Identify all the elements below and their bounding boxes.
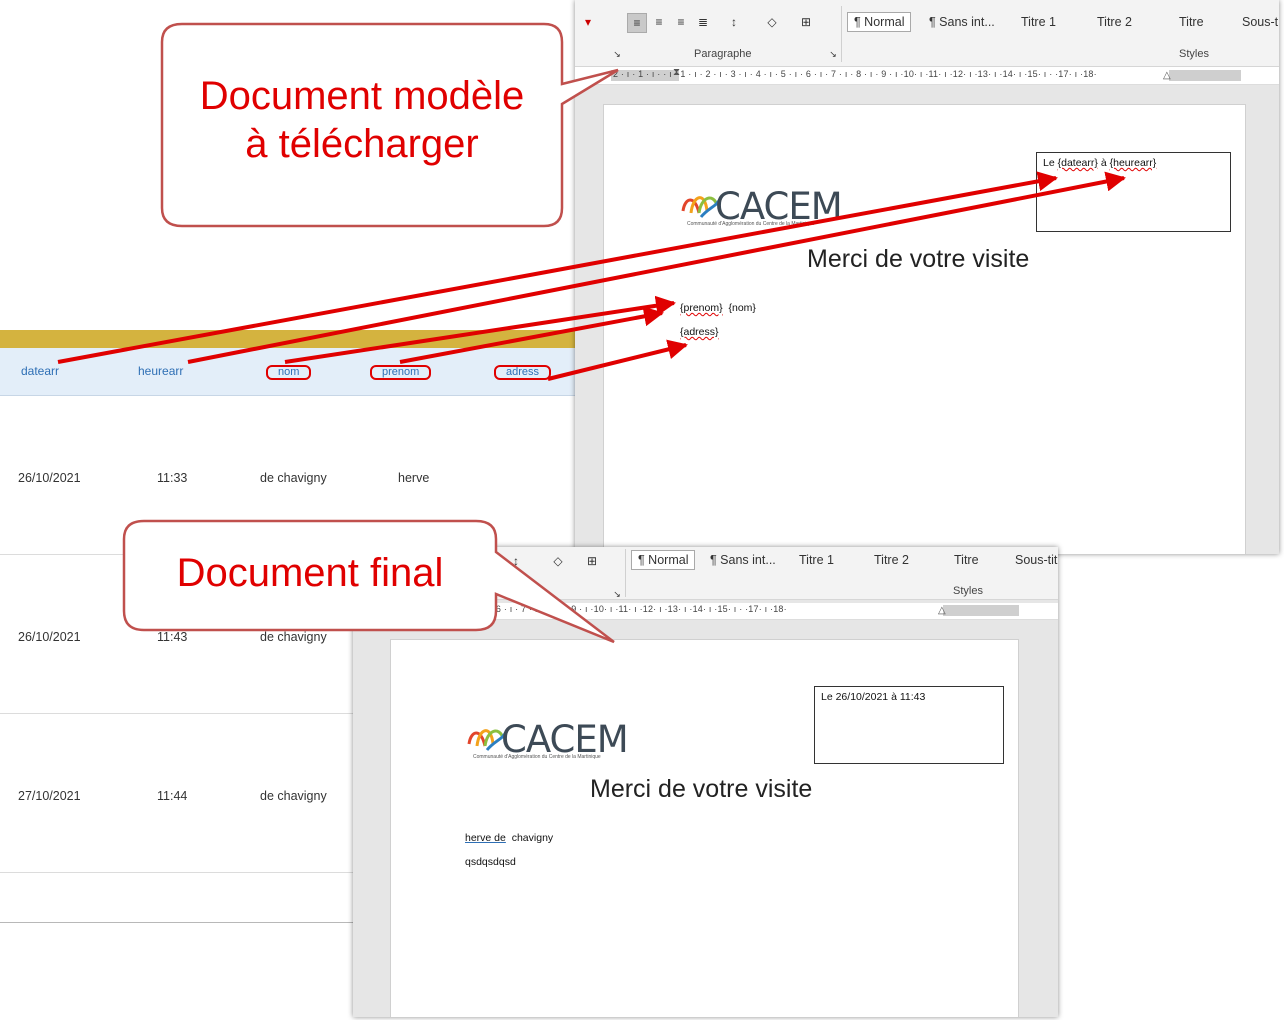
- callout-template-line1: Document modèle: [199, 74, 525, 118]
- align-left-icon[interactable]: ≡: [627, 13, 647, 33]
- ruler-text-area: [457, 605, 943, 616]
- document-page[interactable]: CACEM Communauté d'Agglomération du Cent…: [390, 639, 1019, 1017]
- ribbon: ▾ ≡ ≡ ≡ ≣ ↕ ◇ ⊞ Paragraphe ↘ ↘ ¶ Normal …: [575, 0, 1279, 67]
- merge-field-adress: {adress}: [680, 326, 719, 338]
- cell-heurearr: 11:33: [157, 471, 188, 485]
- style-sous-titre[interactable]: Sous-tit: [1015, 553, 1058, 567]
- callout-final-text: Document final: [176, 551, 444, 595]
- ribbon-separator: [841, 6, 842, 62]
- style-normal[interactable]: ¶ Normal: [631, 550, 696, 570]
- column-header-datearr[interactable]: datearr: [21, 364, 60, 378]
- borders-icon[interactable]: ⊞: [800, 15, 812, 29]
- date-text: Le 26/10/2021 à 11:43: [821, 691, 926, 703]
- table-row[interactable]: 27/10/2021 11:44 de chavigny: [0, 714, 575, 873]
- callout-template-line2: à télécharger: [245, 122, 479, 166]
- align-right-icon[interactable]: ≡: [677, 15, 685, 29]
- cell-nom: de chavigny: [260, 789, 327, 803]
- cell-datearr: 26/10/2021: [18, 630, 81, 644]
- dialog-launcher-icon[interactable]: ↘: [613, 49, 621, 59]
- cell-nom: de chavigny: [260, 471, 327, 485]
- style-sans-interligne[interactable]: ¶ Sans int...: [710, 553, 776, 567]
- address-line: qsdqsdqsd: [465, 856, 516, 868]
- column-header-nom[interactable]: nom: [266, 365, 312, 380]
- date-text-box[interactable]: Le 26/10/2021 à 11:43: [814, 686, 1004, 764]
- name-line: {prenom} {nom}: [680, 302, 756, 314]
- name-nom: chavigny: [511, 832, 554, 844]
- dialog-launcher-icon[interactable]: ↘: [613, 589, 621, 599]
- column-header-adress[interactable]: adress: [494, 365, 552, 380]
- template-word-window: ▾ ≡ ≡ ≡ ≣ ↕ ◇ ⊞ Paragraphe ↘ ↘ ¶ Normal …: [575, 0, 1279, 554]
- horizontal-ruler: 2 · ı · 1 · ı · · ı · 1 · ı · 2 · ı · 3 …: [575, 67, 1279, 85]
- cell-heurearr: 11:44: [157, 789, 188, 803]
- cell-datearr: 26/10/2021: [18, 471, 81, 485]
- style-titre-2[interactable]: Titre 2: [874, 553, 909, 567]
- merge-field-heurearr: {heurearr}: [1109, 157, 1157, 169]
- horizontal-ruler: 2 · ı · 1 · ı · · ı · 1 · ı · 2 · ı · 3 …: [353, 603, 1058, 620]
- dialog-launcher-icon[interactable]: ↘: [829, 49, 837, 59]
- merge-field-datearr: {datearr}: [1057, 157, 1098, 169]
- cacem-logo-mark-icon: [467, 729, 509, 751]
- line-spacing-icon[interactable]: ↕: [731, 15, 737, 29]
- table-row[interactable]: 26/10/2021 11:33 de chavigny herve: [0, 396, 575, 555]
- merge-field-nom: {nom}: [728, 302, 756, 314]
- line-spacing-icon[interactable]: ↕: [513, 554, 519, 568]
- ruler-scale: 2 · ı · 1 · ı · · ı · 1 · ı · 2 · ı · 3 …: [353, 604, 787, 614]
- ruler-scale: 2 · ı · 1 · ı · · ı · 1 · ı · 2 · ı · 3 …: [613, 69, 1097, 79]
- style-titre-1[interactable]: Titre 1: [1021, 15, 1056, 29]
- cell-datearr: 27/10/2021: [18, 789, 81, 803]
- right-indent-marker-icon[interactable]: △: [938, 605, 946, 616]
- merge-field-prenom: {prenom}: [680, 302, 723, 314]
- style-titre-2[interactable]: Titre 2: [1097, 15, 1132, 29]
- borders-icon[interactable]: ⊞: [586, 554, 598, 568]
- ruler-text-area: [679, 70, 1169, 81]
- date-text-box[interactable]: Le {datearr} à {heurearr}: [1036, 152, 1231, 232]
- style-titre[interactable]: Titre: [1179, 15, 1204, 29]
- paragraph-group-label: Paragraphe: [694, 48, 752, 60]
- callout-template-text: Document modèle à télécharger: [162, 72, 562, 168]
- cacem-logo: CACEM Communauté d'Agglomération du Cent…: [465, 718, 630, 765]
- styles-gallery: ¶ Normal ¶ Sans int... Titre 1 Titre 2 T…: [847, 8, 1279, 38]
- justify-icon[interactable]: ≣: [697, 15, 709, 29]
- column-header-heurearr[interactable]: heurearr: [138, 364, 184, 378]
- logo-subtitle: Communauté d'Agglomération du Centre de …: [687, 221, 815, 227]
- styles-gallery: ¶ Normal ¶ Sans int... Titre 1 Titre 2 T…: [631, 547, 1058, 577]
- style-titre-1[interactable]: Titre 1: [799, 553, 834, 567]
- date-separator: à: [1097, 157, 1110, 169]
- document-title: Merci de votre visite: [807, 245, 1030, 273]
- style-normal[interactable]: ¶ Normal: [847, 12, 912, 32]
- styles-group-label: Styles: [953, 585, 983, 597]
- shading-icon[interactable]: ◇: [553, 554, 563, 568]
- right-indent-marker-icon[interactable]: △: [1163, 70, 1171, 81]
- align-center-icon[interactable]: ≡: [655, 15, 663, 29]
- logo-subtitle: Communauté d'Agglomération du Centre de …: [473, 754, 601, 760]
- cell-nom: de chavigny: [260, 630, 327, 644]
- document-title: Merci de votre visite: [590, 775, 813, 803]
- styles-group-label: Styles: [1179, 48, 1209, 60]
- style-titre[interactable]: Titre: [954, 553, 979, 567]
- final-word-window: ↕ ◇ ⊞ ↘ ¶ Normal ¶ Sans int... Titre 1 T…: [353, 547, 1058, 1017]
- name-line: herve de chavigny: [465, 832, 553, 844]
- date-prefix: Le: [1043, 157, 1058, 169]
- font-color-icon[interactable]: ▾: [584, 15, 592, 29]
- indent-marker-icon[interactable]: ⧗: [673, 67, 681, 78]
- style-sans-interligne[interactable]: ¶ Sans int...: [929, 15, 995, 29]
- table-header-bar: [0, 330, 575, 348]
- cacem-logo: CACEM Communauté d'Agglomération du Cent…: [679, 185, 844, 232]
- logo-wordmark: CACEM: [501, 718, 629, 761]
- column-header-prenom[interactable]: prenom: [370, 365, 432, 380]
- table-header-row: datearr heurearr nom prenom adress: [0, 348, 575, 396]
- cell-heurearr: 11:43: [157, 630, 188, 644]
- ribbon-separator: [625, 549, 626, 597]
- style-sous-titre[interactable]: Sous-t: [1242, 15, 1279, 29]
- name-prenom: herve de: [465, 832, 506, 844]
- cell-prenom: herve: [398, 471, 430, 485]
- document-page[interactable]: CACEM Communauté d'Agglomération du Cent…: [603, 104, 1246, 554]
- shading-icon[interactable]: ◇: [767, 15, 777, 29]
